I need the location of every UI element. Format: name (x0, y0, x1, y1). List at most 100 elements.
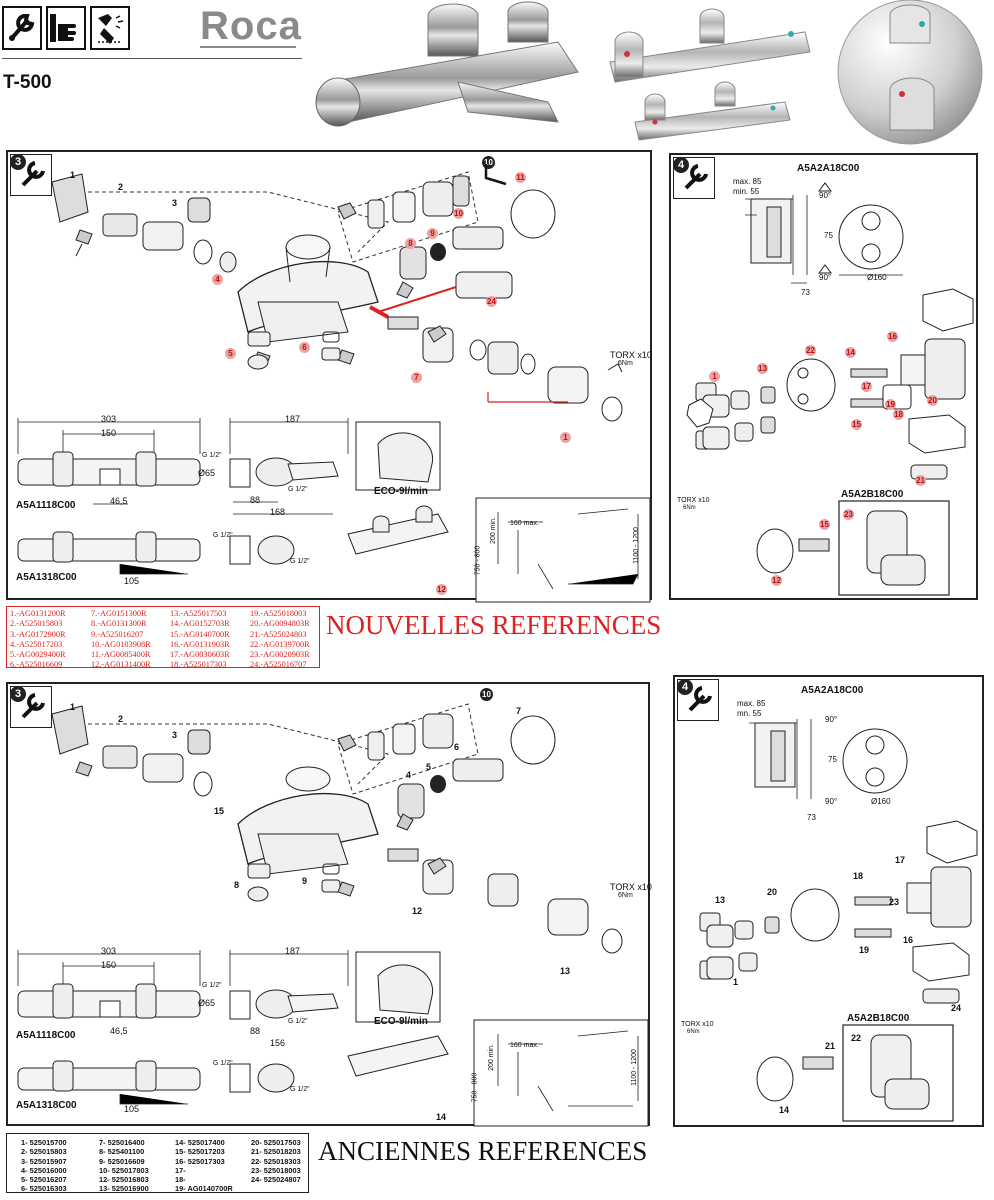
step-4-badge: 4 (677, 679, 719, 721)
callout-20: 20 (927, 395, 938, 406)
dim-168: 168 (270, 507, 286, 517)
model-a5a2a18c00: A5A2A18C00 (797, 163, 860, 174)
dim-d65: Ø65 (198, 998, 216, 1008)
dim-303: 303 (101, 946, 117, 956)
torx-label: TORX x10 (610, 882, 652, 892)
callout-22: 22 (805, 345, 816, 356)
exploded-diagram-old: 3 10 1 2 3 4 5 6 7 8 (6, 682, 652, 1127)
dim-187: 187 (285, 946, 301, 956)
dim-160-max: 160 max. (510, 520, 539, 527)
dim-1100-1200: 1100 - 1200 (632, 527, 640, 564)
dim-g12-c: G 1/2" (213, 532, 233, 539)
callout-12: 12 (436, 584, 447, 595)
dim-750-800: 750 - 800 (474, 545, 482, 576)
callout-17: 17 (895, 855, 906, 865)
torx-torque: 6Nm (687, 1029, 700, 1035)
torx-label: TORX x10 (677, 497, 710, 504)
callout-20: 20 (767, 887, 778, 897)
logo-underline (200, 46, 296, 48)
product-image-bath-mixer (315, 1, 579, 127)
dim-min-55: min. 55 (733, 187, 760, 196)
hand-pointing-icon (46, 6, 86, 50)
dim-g12-d: G 1/2" (290, 558, 310, 565)
callout-4: 4 (406, 770, 412, 780)
dim-105: 105 (124, 576, 140, 586)
dim-156: 156 (270, 1038, 286, 1048)
concealed-diagram-old: 4 A5A2A18C00 max. 85 mn. 55 90° 90° 75 7… (673, 675, 984, 1127)
model-a5a2b18c00: A5A2B18C00 (847, 1013, 910, 1024)
tool-step-badge: 10 (480, 688, 493, 701)
dim-88: 88 (250, 495, 261, 505)
dim-d160: Ø160 (867, 273, 887, 282)
dim-90-a: 90° (819, 191, 832, 200)
model-a5a1318c00: A5A1318C00 (16, 1100, 77, 1111)
dimension-drawings (17, 418, 651, 603)
torx-torque: 6Nm (683, 505, 696, 511)
wrench-icon (21, 161, 45, 187)
callout-10: 10 (453, 208, 464, 219)
dim-160-max: 160 max. (510, 1042, 539, 1049)
dim-90-b: 90° (825, 797, 838, 806)
callout-16: 16 (887, 331, 898, 342)
callout-1: 1 (70, 170, 76, 180)
model-a5a2b18c00: A5A2B18C00 (841, 489, 904, 500)
dim-g12-a: G 1/2" (202, 452, 222, 459)
torx-label: TORX x10 (681, 1021, 714, 1028)
product-image-concealed-thermostat (837, 0, 983, 145)
callout-22: 22 (851, 1033, 862, 1043)
callout-19: 19 (859, 945, 870, 955)
dim-g12-c: G 1/2" (213, 1060, 233, 1067)
callout-18: 18 (893, 409, 904, 420)
callout-13: 13 (715, 895, 726, 905)
callout-2: 2 (118, 714, 124, 724)
model-a5a1318c00: A5A1318C00 (16, 572, 77, 583)
callout-14: 14 (779, 1105, 790, 1115)
exploded-parts-drawing (51, 703, 623, 954)
step-number: 3 (10, 154, 26, 170)
dim-g12-b: G 1/2" (288, 486, 308, 493)
wrench-icon (2, 6, 42, 50)
callout-14: 14 (845, 347, 856, 358)
callout-7: 7 (516, 706, 522, 716)
eco-label: ECO-9l/min (374, 486, 428, 497)
callout-13: 13 (757, 363, 768, 374)
callout-23: 23 (889, 897, 900, 907)
step-3-badge: 3 (10, 686, 52, 728)
callout-12: 12 (412, 906, 423, 916)
concealed-parts-drawing (686, 182, 974, 596)
callout-3: 3 (172, 730, 178, 740)
callout-17: 17 (861, 381, 872, 392)
dim-46-5: 46,5 (110, 1026, 128, 1036)
concealed-parts-drawing (699, 719, 978, 1122)
callout-24: 24 (486, 296, 497, 307)
header-rule (2, 58, 302, 59)
dim-88: 88 (250, 1026, 261, 1036)
callout-18: 18 (853, 871, 864, 881)
dim-303: 303 (101, 414, 117, 424)
dim-75: 75 (824, 231, 833, 240)
callout-23: 23 (843, 509, 854, 520)
callout-1b: 1 (560, 432, 571, 443)
dim-75: 75 (828, 755, 837, 764)
dim-max-85: max. 85 (733, 177, 762, 186)
wrench-icon (21, 693, 45, 719)
dimension-drawings (17, 950, 649, 1127)
dim-73: 73 (801, 288, 810, 297)
callout-21: 21 (915, 475, 926, 486)
dim-d160b: Ø160 (871, 797, 891, 806)
step-number: 3 (10, 686, 26, 702)
callout-7: 7 (411, 372, 422, 383)
callout-8: 8 (405, 238, 416, 249)
dim-g12-d: G 1/2" (290, 1086, 310, 1093)
callout-1: 1 (70, 702, 76, 712)
step-3-badge: 3 (10, 154, 52, 196)
callout-12: 12 (771, 575, 782, 586)
callout-13: 13 (560, 966, 571, 976)
